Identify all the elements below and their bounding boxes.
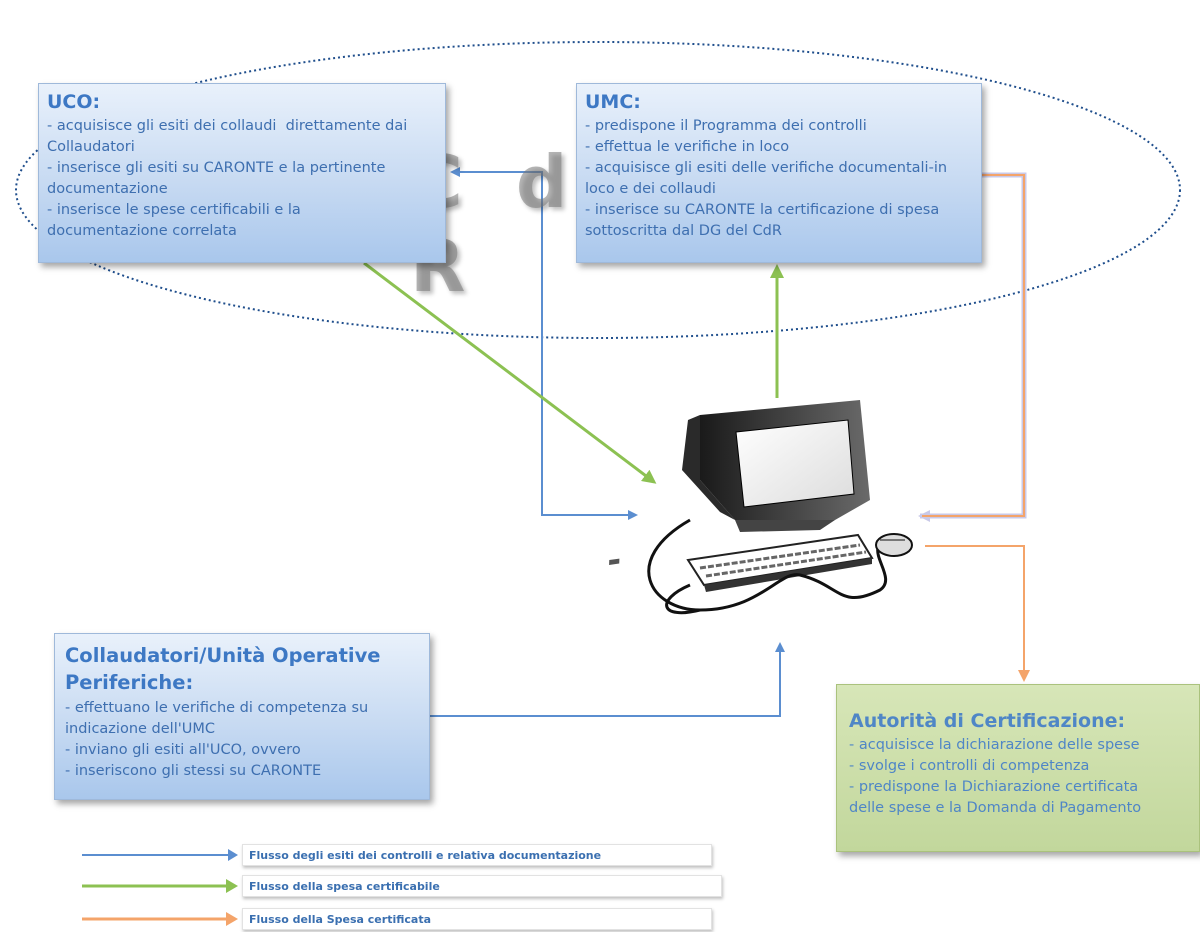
arrow-blue-collaudatori-to-computer — [430, 642, 785, 717]
collaudatori-line: - inseriscono gli stessi su CARONTE — [65, 763, 322, 779]
umc-box: UMC: - predispone il Programma dei contr… — [576, 83, 982, 263]
uco-line: - inserisce le spese certificabili e la — [47, 202, 301, 218]
umc-line: - inserisce su CARONTE la certificazione… — [585, 202, 940, 218]
autorita-title: Autorità di Certificazione: — [849, 710, 1126, 732]
legend-label-orange: Flusso della Spesa certificata — [242, 908, 712, 930]
autorita-line: - predispone la Dichiarazione certificat… — [849, 779, 1139, 795]
autorita-line: - svolge i controlli di competenza — [849, 758, 1090, 774]
uco-title: UCO: — [47, 91, 101, 113]
collaudatori-title: Periferiche: — [65, 671, 194, 694]
umc-line: sottoscritta dal DG del CdR — [585, 223, 782, 239]
arrow-green-uco-to-computer — [363, 261, 657, 484]
uco-line: - acquisisce gli esiti dei collaudi dire… — [47, 118, 408, 134]
legend-arrow-green — [82, 879, 238, 893]
collaudatori-title: Collaudatori/Unità Operative — [65, 644, 381, 667]
autorita-line: - acquisisce la dichiarazione delle spes… — [849, 737, 1140, 753]
arrow-orange-umc-to-computer — [922, 174, 1025, 517]
collaudatori-box: Collaudatori/Unità Operative Periferiche… — [54, 633, 430, 800]
uco-line: documentazione — [47, 181, 168, 197]
legend-arrow-orange — [82, 912, 238, 926]
umc-line: - effettua le verifiche in loco — [585, 139, 790, 155]
arrow-orange-computer-to-ac — [925, 545, 1030, 682]
collaudatori-line: indicazione dell'UMC — [65, 721, 215, 737]
uco-line: Collaudatori — [47, 139, 135, 155]
collaudatori-line: - inviano gli esiti all'UCO, ovvero — [65, 742, 301, 758]
collaudatori-line: - effettuano le verifiche di competenza … — [65, 700, 369, 716]
umc-line: - predispone il Programma dei controlli — [585, 118, 867, 134]
umc-title: UMC: — [585, 91, 641, 113]
computer-icon — [609, 400, 913, 615]
umc-line: - acquisisce gli esiti delle verifiche d… — [585, 160, 948, 176]
uco-box: UCO: - acquisisce gli esiti dei collaudi… — [38, 83, 446, 263]
autorita-box: Autorità di Certificazione: - acquisisce… — [836, 684, 1200, 852]
uco-line: - inserisce gli esiti su CARONTE e la pe… — [47, 160, 386, 176]
legend-label-blue: Flusso degli esiti dei controlli e relat… — [242, 844, 712, 866]
autorita-line: delle spese e la Domanda di Pagamento — [849, 800, 1142, 816]
legend-label-green: Flusso della spesa certificabile — [242, 875, 722, 897]
umc-line: loco e dei collaudi — [585, 181, 716, 197]
legend-arrow-blue — [82, 849, 238, 861]
cdr-ellipse — [15, 41, 1181, 339]
uco-line: documentazione correlata — [47, 223, 237, 239]
